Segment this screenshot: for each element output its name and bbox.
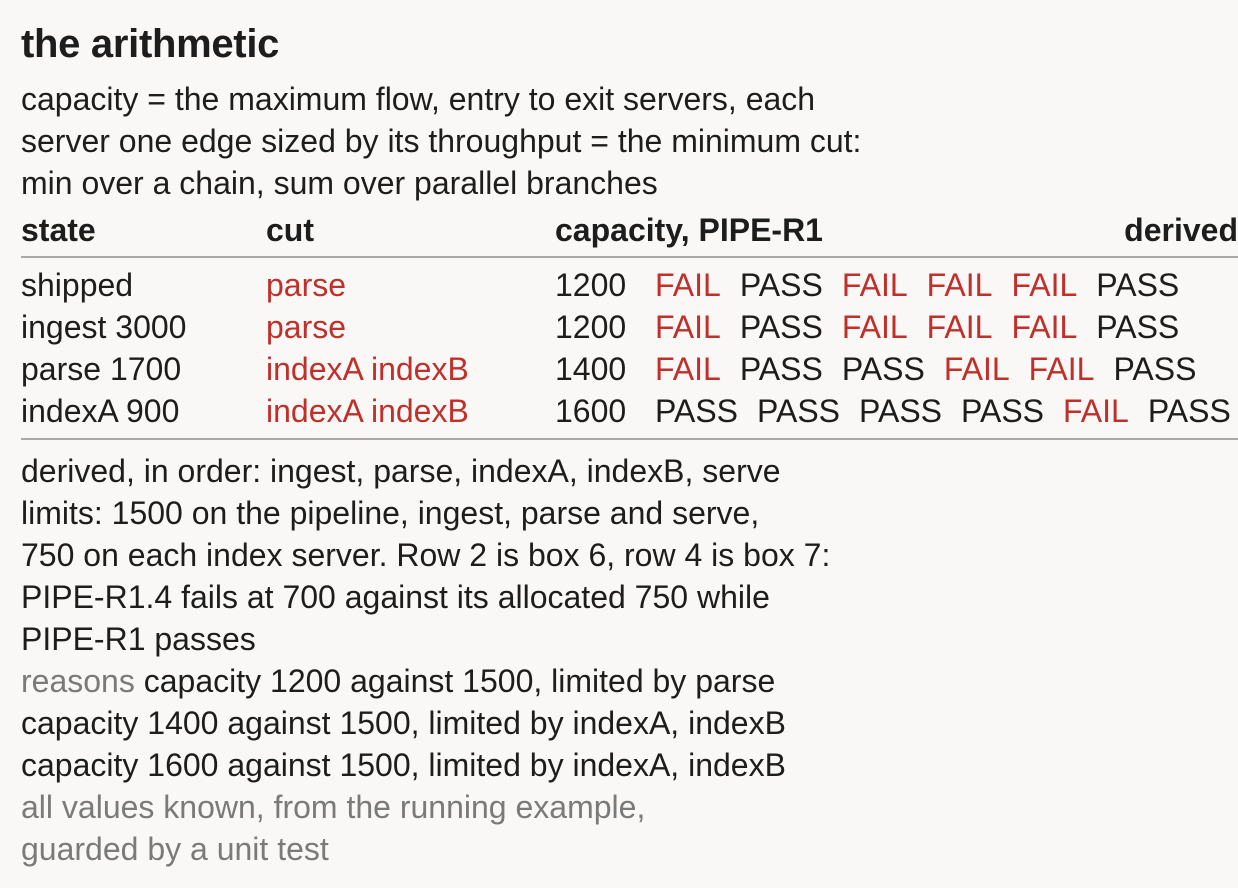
result-pass: PASS — [1147, 393, 1231, 429]
footer-line: all values known, from the running examp… — [21, 789, 646, 825]
cell-cut: indexA indexB — [266, 351, 469, 387]
cell-state: shipped — [21, 267, 134, 303]
cell-results: FAIL PASS FAIL FAIL FAIL PASS — [655, 306, 1198, 348]
cell-state: indexA 900 — [21, 393, 180, 429]
result-pass: PASS — [1096, 309, 1180, 345]
reason-line: capacity 1400 against 1500, limited by i… — [21, 705, 786, 741]
result-pass: PASS — [739, 267, 823, 303]
result-pass: PASS — [739, 309, 823, 345]
result-fail: FAIL — [655, 267, 721, 303]
note-line: limits: 1500 on the pipeline, ingest, pa… — [21, 495, 760, 531]
cell-results: FAIL PASS FAIL FAIL FAIL PASS — [655, 264, 1198, 306]
intro: capacity = the maximum flow, entry to ex… — [21, 78, 1238, 204]
reason-text: capacity 1200 against 1500, limited by p… — [143, 663, 776, 699]
result-pass: PASS — [859, 393, 942, 429]
cell-results: FAIL PASS PASS FAIL FAIL PASS — [655, 348, 1215, 390]
result-fail: FAIL — [943, 351, 1010, 387]
result-fail: FAIL — [1028, 351, 1095, 387]
table-row: shipped parse 1200 FAIL PASS FAIL FAIL FAIL PASS — [21, 264, 1238, 306]
result-pass: PASS — [1113, 351, 1197, 387]
result-pass: PASS — [757, 393, 840, 429]
result-fail: FAIL — [1011, 309, 1078, 345]
cell-capacity: 1200 — [555, 267, 627, 303]
notes: derived, in order: ingest, parse, indexA… — [21, 450, 1238, 870]
page-title: the arithmetic — [21, 22, 280, 66]
header-state: state — [21, 212, 96, 248]
intro-line: capacity = the maximum flow, entry to ex… — [21, 81, 816, 117]
cell-state: parse 1700 — [21, 351, 182, 387]
result-pass: PASS — [841, 351, 925, 387]
result-fail: FAIL — [655, 309, 721, 345]
note-line: derived, in order: ingest, parse, indexA… — [21, 453, 781, 489]
table-rule-bottom — [21, 438, 1238, 440]
result-fail: FAIL — [841, 267, 908, 303]
result-fail: FAIL — [1063, 393, 1129, 429]
footer-line: guarded by a unit test — [21, 831, 329, 867]
result-pass: PASS — [655, 393, 738, 429]
result-fail: FAIL — [926, 267, 993, 303]
note-line: PIPE-R1 passes — [21, 621, 256, 657]
header-derived: derived — [1124, 212, 1238, 248]
result-fail: FAIL — [1011, 267, 1078, 303]
note-line: PIPE-R1.4 fails at 700 against its alloc… — [21, 579, 770, 615]
cell-cut: parse — [266, 309, 347, 345]
cell-capacity: 1600 — [555, 393, 627, 429]
reasons-label: reasons — [21, 663, 135, 699]
cell-capacity: 1200 — [555, 309, 627, 345]
cell-capacity: 1400 — [555, 351, 627, 387]
results-table: state capacity, PIPE-R1 cut derived ship… — [21, 208, 1238, 440]
result-fail: FAIL — [841, 309, 908, 345]
reason-line: capacity 1600 against 1500, limited by i… — [21, 747, 786, 783]
table-rule-top — [21, 256, 1238, 258]
result-pass: PASS — [1096, 267, 1180, 303]
intro-line: server one edge sized by its throughput … — [21, 123, 862, 159]
reason-line: reasons capacity 1200 against 1500, limi… — [21, 660, 1238, 702]
intro-line: min over a chain, sum over parallel bran… — [21, 165, 658, 201]
result-pass: PASS — [739, 351, 823, 387]
cell-results: PASS PASS PASS PASS FAIL PASS — [655, 390, 1238, 432]
result-pass: PASS — [961, 393, 1044, 429]
table-header: state capacity, PIPE-R1 cut derived — [21, 208, 1238, 256]
header-capacity: capacity, PIPE-R1 — [555, 212, 823, 248]
cell-state: ingest 3000 — [21, 309, 187, 345]
result-fail: FAIL — [655, 351, 721, 387]
header-cut: cut — [266, 212, 314, 248]
result-fail: FAIL — [926, 309, 993, 345]
note-line: 750 on each index server. Row 2 is box 6… — [21, 537, 831, 573]
cell-cut: indexA indexB — [266, 393, 469, 429]
cell-cut: parse — [266, 267, 347, 303]
